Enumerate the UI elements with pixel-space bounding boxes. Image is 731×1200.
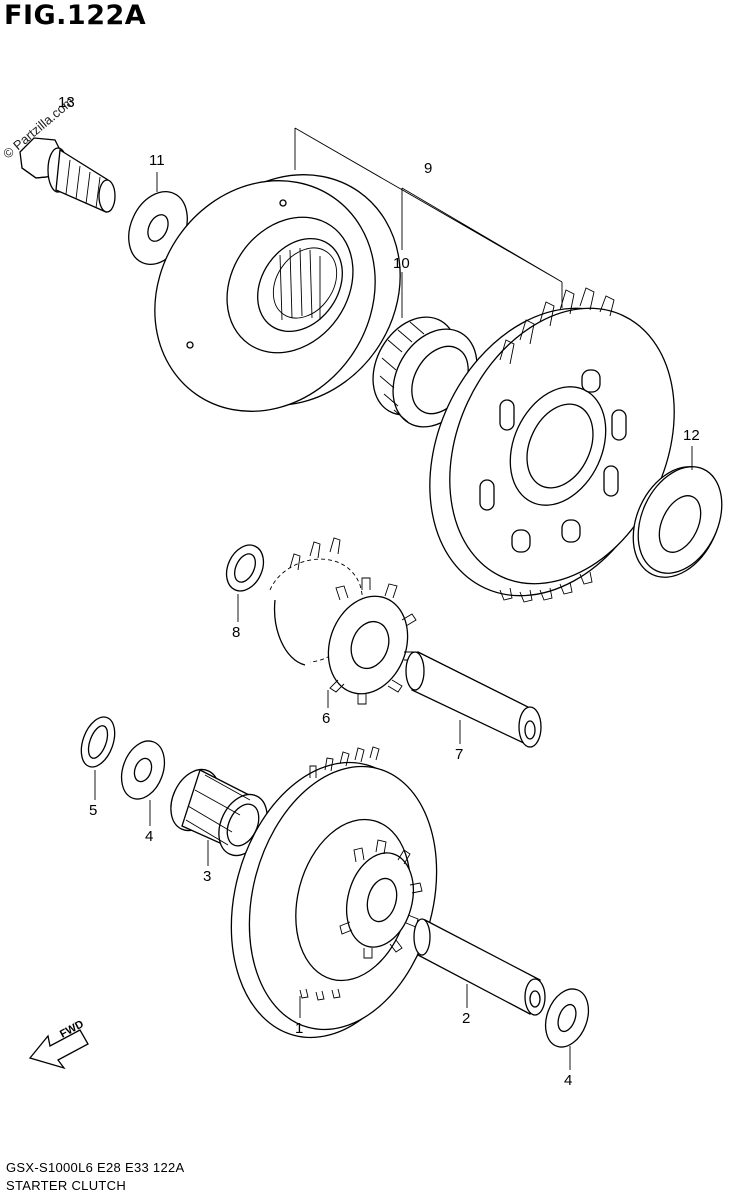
- part-9-starter-gear: [429, 287, 675, 603]
- callout-3: 3: [203, 868, 212, 885]
- part-6-idle-gear: [269, 537, 417, 705]
- callout-10: 10: [393, 255, 410, 272]
- part-8-washer: [225, 544, 265, 592]
- callout-12: 12: [683, 427, 700, 444]
- part-12-washer: [632, 466, 723, 578]
- part-4-washer-lower: [544, 988, 590, 1048]
- callout-13: 13: [58, 94, 75, 111]
- callout-4-upper: 4: [145, 828, 154, 845]
- callout-11: 11: [149, 152, 165, 169]
- callout-7: 7: [455, 746, 464, 763]
- footer-model-line: GSX-S1000L6 E28 E33 122A: [6, 1160, 185, 1175]
- callout-2: 2: [462, 1010, 471, 1027]
- callout-8: 8: [232, 624, 241, 641]
- part-1-idle-gear: [230, 746, 438, 1039]
- part-5-washer: [80, 716, 116, 768]
- callout-9: 9: [424, 160, 433, 177]
- part-4-washer-upper: [120, 740, 166, 800]
- callout-1: 1: [295, 1020, 304, 1037]
- callout-6: 6: [322, 710, 331, 727]
- callout-4-lower: 4: [564, 1072, 573, 1089]
- leader-lines: [94, 127, 693, 1070]
- figure-title: FIG.122A: [4, 0, 147, 31]
- fwd-arrow: [28, 1029, 89, 1070]
- part-13-bolt: [19, 137, 116, 213]
- part-3-needle-bearing: [170, 768, 268, 857]
- footer-section-name: STARTER CLUTCH: [6, 1178, 127, 1193]
- callout-5: 5: [89, 802, 98, 819]
- part-9-clutch-housing: [154, 174, 401, 412]
- part-7-shaft: [405, 651, 542, 748]
- part-2-shaft: [413, 918, 546, 1016]
